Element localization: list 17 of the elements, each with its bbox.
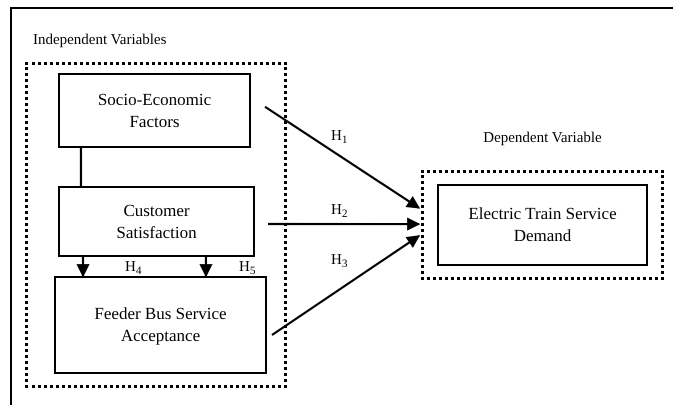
variable-box: Electric Train Service Demand	[437, 184, 648, 266]
edge-label: H$_{3}$	[330, 252, 348, 268]
variable-box: Feeder Bus Service Acceptance	[54, 276, 267, 374]
arrow	[268, 217, 420, 231]
group-heading: Dependent Variable	[482, 129, 603, 148]
variable-box: Socio-Economic Factors	[58, 73, 251, 148]
arrow	[264, 106, 420, 209]
variable-box: Customer Satisfaction	[58, 186, 255, 257]
group-heading: Independent Variables	[33, 31, 166, 50]
arrow	[271, 235, 420, 336]
edge-label: H$_{1}$	[330, 128, 348, 144]
edge-label: H$_{2}$	[330, 202, 348, 218]
edge-label: H$_{5}$	[238, 259, 256, 275]
arrow	[199, 257, 213, 278]
arrow	[76, 257, 90, 278]
edge-label: H$_{4}$	[124, 259, 142, 275]
connector-line	[80, 148, 82, 186]
